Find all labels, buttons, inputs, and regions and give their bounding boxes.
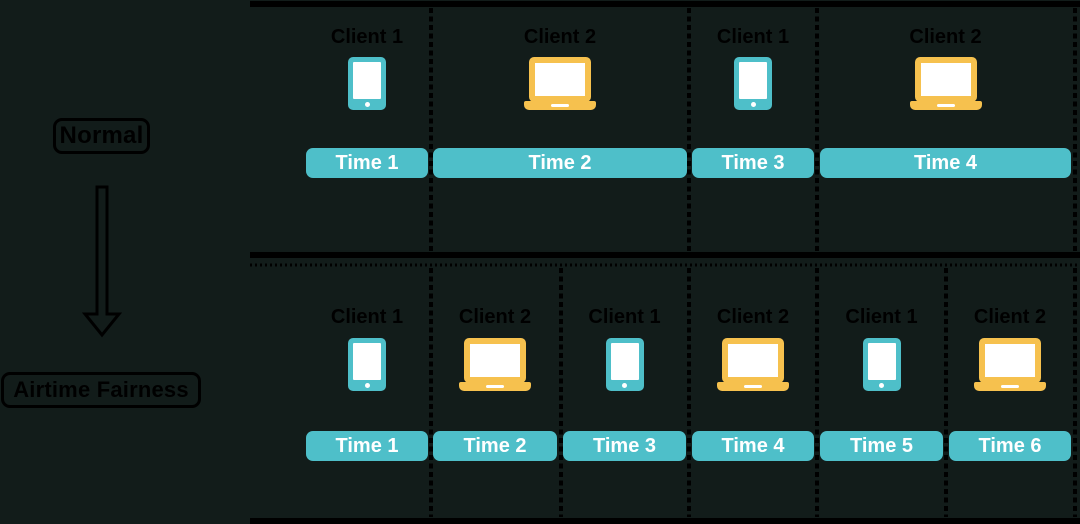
normal-slot-4: Client 2 Time 4 <box>820 0 1071 260</box>
time-slot-bar: Time 4 <box>692 431 814 461</box>
time-slot-bar: Time 6 <box>949 431 1071 461</box>
tablet-icon <box>348 57 386 110</box>
client-name: Client 1 <box>330 306 404 328</box>
client-name: Client 2 <box>716 306 790 328</box>
top-row-dividers <box>429 8 1077 251</box>
fairness-slot-2: Client 2 Time 2 <box>433 262 557 520</box>
client-name: Client 2 <box>909 26 982 48</box>
laptop-icon <box>909 57 982 110</box>
bottom-row-dividers <box>429 268 1077 517</box>
fairness-slot-1: Client 1 Time 1 <box>306 262 428 520</box>
fairness-slot-4: Client 2 Time 4 <box>692 262 814 520</box>
tablet-icon <box>605 338 644 391</box>
time-slot-bar: Time 3 <box>563 431 686 461</box>
client-name: Client 2 <box>523 26 597 48</box>
time-slot-bar: Time 1 <box>306 431 428 461</box>
normal-mode-label: Normal <box>53 118 150 154</box>
airtime-fairness-mode-label: Airtime Fairness <box>1 372 201 408</box>
time-slot-bar: Time 1 <box>306 148 428 178</box>
client-name: Client 1 <box>845 306 918 328</box>
fairness-slot-5: Client 1 Time 5 <box>820 262 943 520</box>
time-slot-bar: Time 2 <box>433 148 687 178</box>
normal-slot-1: Client 1 Time 1 <box>306 0 428 260</box>
client-name: Client 1 <box>716 26 790 48</box>
laptop-icon <box>459 338 531 391</box>
time-slot-bar: Time 2 <box>433 431 557 461</box>
client-name: Client 2 <box>458 306 532 328</box>
fairness-slot-6: Client 2 Time 6 <box>949 262 1071 520</box>
tablet-icon <box>734 57 772 110</box>
client-name: Client 2 <box>973 306 1047 328</box>
down-arrow-icon <box>81 185 123 338</box>
laptop-icon <box>717 338 789 391</box>
tablet-icon <box>348 338 386 391</box>
fairness-slot-3: Client 1 Time 3 <box>563 262 686 520</box>
time-slot-bar: Time 5 <box>820 431 943 461</box>
client-name: Client 1 <box>330 26 404 48</box>
laptop-icon <box>524 57 596 110</box>
laptop-icon <box>974 338 1046 391</box>
normal-slot-3: Client 1 Time 3 <box>692 0 814 260</box>
tablet-icon <box>862 338 901 391</box>
client-name: Client 1 <box>588 306 661 328</box>
time-slot-bar: Time 4 <box>820 148 1071 178</box>
normal-slot-2: Client 2 Time 2 <box>433 0 687 260</box>
time-slot-bar: Time 3 <box>692 148 814 178</box>
